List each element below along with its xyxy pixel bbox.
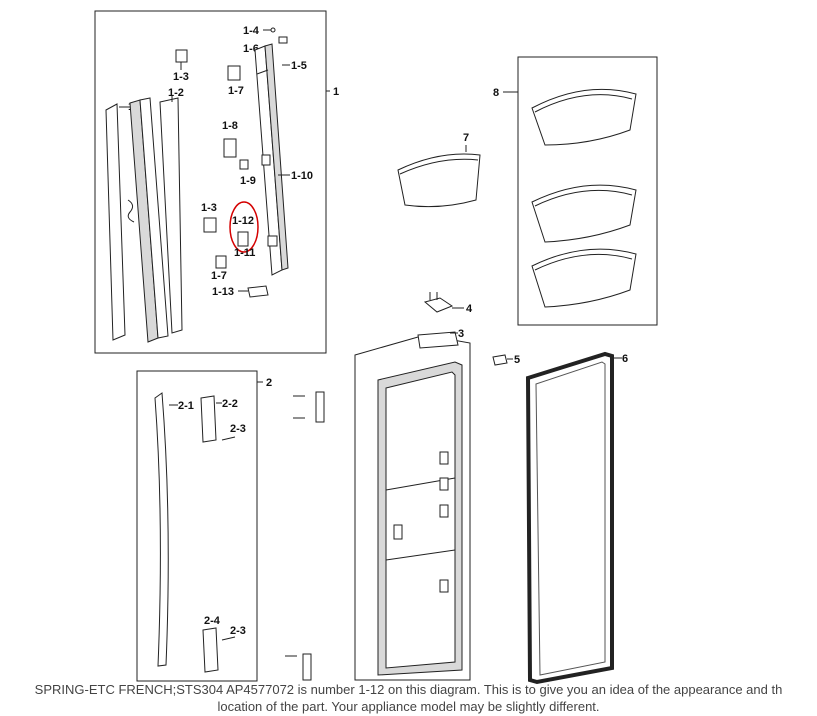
callout-1: 1 <box>333 86 339 98</box>
caption-line-2: location of the part. Your appliance mod… <box>217 699 600 714</box>
callout-1-13: 1-13 <box>212 286 234 298</box>
callout-8: 8 <box>493 87 499 99</box>
callout-1-11: 1-11 <box>234 247 255 259</box>
part-2-2-handle-mount: 2-2 2-3 <box>200 395 246 443</box>
callout-2-2: 2-2 <box>222 398 238 410</box>
group-1-box: 1 <box>94 10 339 354</box>
part-8-door-bin-top <box>531 88 637 146</box>
callout-6: 6 <box>622 353 628 365</box>
callout-2-3-lower: 2-3 <box>230 625 246 637</box>
callout-1-8: 1-8 <box>222 120 238 132</box>
callout-1-7-lower: 1-7 <box>211 270 227 282</box>
part-1-10-door-channel: 1-5 1-10 <box>254 43 313 276</box>
callout-4: 4 <box>466 303 473 315</box>
callout-1-12: 1-12 <box>232 215 254 227</box>
callout-1-10: 1-10 <box>291 170 313 182</box>
callout-5: 5 <box>514 354 520 366</box>
callout-2-4: 2-4 <box>204 615 221 627</box>
callout-2-1: 2-1 <box>178 400 194 412</box>
part-7-small-bin: 7 <box>397 132 481 208</box>
part-1-4-screw: 1-4 <box>243 25 288 44</box>
part-2-4-handle-mount: 2-4 2-3 <box>202 615 246 673</box>
callout-1-9: 1-9 <box>240 175 256 187</box>
group-2-box: 2 <box>136 370 272 682</box>
part-1-7-bracket-lower: 1-7 <box>211 255 227 282</box>
callout-1-4: 1-4 <box>243 25 260 37</box>
callout-1-5: 1-5 <box>291 60 307 72</box>
part-1-3-clip-upper: 1-3 <box>173 49 189 83</box>
part-1-8-hinge-block: 1-8 1-9 <box>222 120 256 187</box>
part-8-door-bin-middle <box>531 184 637 243</box>
part-1-3-clip-lower: 1-3 <box>201 202 217 233</box>
callout-1-2: 1-2 <box>168 87 184 99</box>
callout-1-3-lower: 1-3 <box>201 202 217 214</box>
highlight-circle <box>229 201 259 253</box>
part-6-door-gasket: 6 <box>525 351 628 685</box>
callout-3: 3 <box>458 328 464 340</box>
part-1-2-vented-panel: 1-2 <box>129 87 184 343</box>
part-2-1-handle: 2-1 <box>154 392 194 667</box>
callout-1-7-upper: 1-7 <box>228 85 244 97</box>
callout-2: 2 <box>266 377 272 389</box>
part-3-door-liner: 3 <box>354 328 471 681</box>
part-8-door-bin-bottom <box>531 248 637 308</box>
part-5-stopper: 5 <box>492 354 520 366</box>
caption-line-1: SPRING-ETC FRENCH;STS304 AP4577072 is nu… <box>34 682 783 697</box>
caption: SPRING-ETC FRENCH;STS304 AP4577072 is nu… <box>0 681 817 715</box>
part-screws-handle <box>285 391 325 681</box>
group-8-box: 8 <box>493 56 658 326</box>
part-1-12-spring-highlighted: 1-12 1-11 <box>229 201 259 259</box>
callout-2-3-upper: 2-3 <box>230 423 246 435</box>
part-4-cap: 4 <box>423 292 473 315</box>
part-1-13-cover: 1-13 <box>212 285 269 298</box>
part-1-7-bracket-upper: 1-7 <box>227 65 244 97</box>
callout-7: 7 <box>463 132 469 144</box>
callout-1-3-upper: 1-3 <box>173 71 189 83</box>
